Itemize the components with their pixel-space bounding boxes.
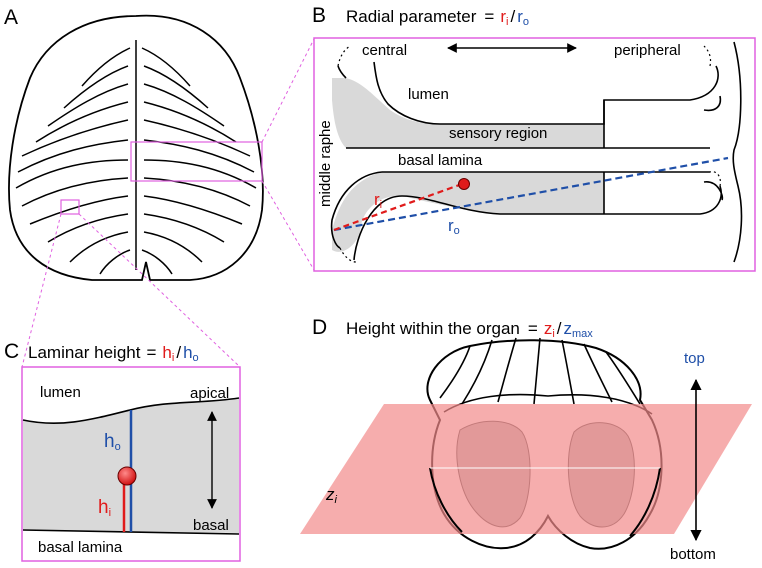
sensory-region-upper (332, 78, 604, 148)
label-basal-lamina-c: basal lamina (38, 539, 123, 556)
label-top: top (684, 350, 705, 367)
organ-folds (15, 40, 257, 275)
radius-ro-line (333, 156, 729, 232)
z-plane (300, 404, 752, 534)
zoom-lines (21, 38, 315, 368)
panel-b-dotted-edges (337, 45, 721, 263)
organ-side-folds (439, 337, 653, 415)
panel-d-title: Height within the organ=zi/zmax (346, 319, 593, 340)
panel-letter-d: D (312, 316, 327, 339)
label-basal: basal (193, 517, 229, 534)
label-central: central (362, 42, 407, 59)
cell-marker-b (458, 178, 470, 190)
label-zi: zi (325, 485, 338, 506)
panel-letter-c: C (4, 340, 19, 363)
panel-b-frame (313, 37, 756, 272)
radius-ri-line (333, 182, 463, 232)
zoom-box-laminar (60, 199, 80, 215)
label-apical: apical (190, 385, 229, 402)
panel-letter-b: B (312, 4, 326, 27)
label-ho: ho (104, 431, 121, 453)
label-bottom: bottom (670, 546, 716, 563)
panel-b-title: Radial parameter=ri/ro (346, 7, 529, 28)
label-peripheral: peripheral (614, 42, 681, 59)
label-lumen-c: lumen (40, 384, 81, 401)
panel-c-title: Laminar height=hi/ho (28, 343, 199, 364)
label-middle-raphe: middle raphe (317, 120, 334, 207)
label-hi: hi (98, 497, 111, 519)
zoom-box-radial (130, 141, 263, 182)
label-ri: ri (374, 190, 382, 211)
panel-letter-a: A (4, 6, 18, 29)
organ-front-outline (429, 467, 661, 537)
label-sensory-region: sensory region (449, 125, 547, 142)
sensory-region-lower (332, 172, 604, 252)
label-lumen-b: lumen (408, 86, 449, 103)
label-basal-lamina-b: basal lamina (398, 152, 483, 169)
panel-b-tissue-outline (330, 41, 743, 263)
cell-marker-c (117, 466, 137, 486)
label-ro: ro (448, 216, 460, 237)
